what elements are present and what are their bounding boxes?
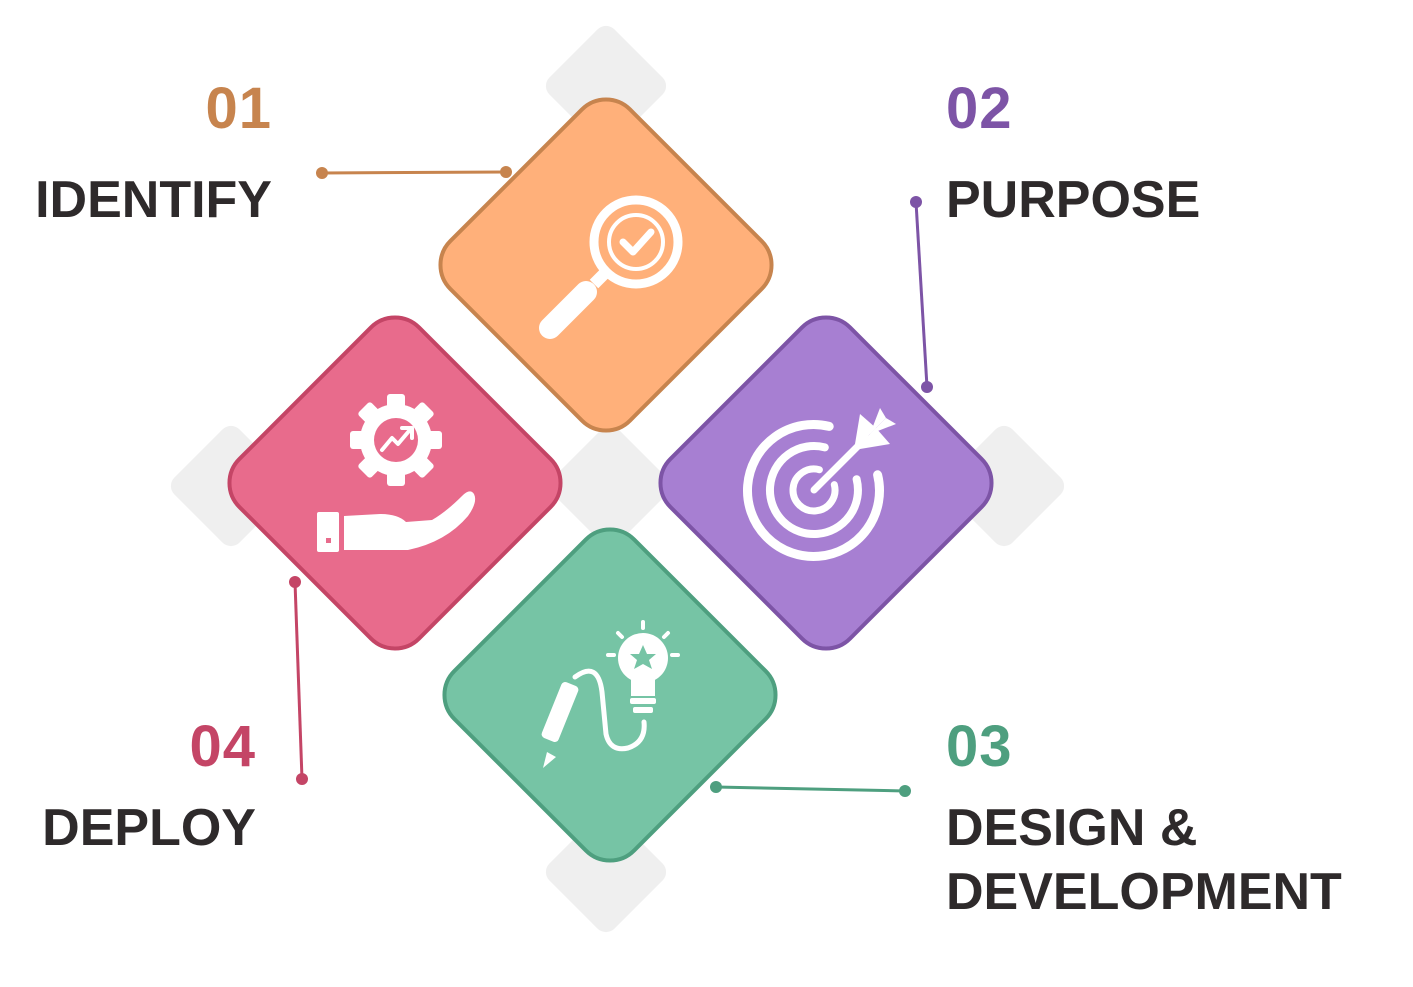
step-number-02: 02 bbox=[946, 76, 1013, 141]
connector-dot-deploy-start bbox=[289, 576, 301, 588]
pen-tip bbox=[543, 752, 556, 768]
diamond-purpose bbox=[658, 315, 994, 651]
connector-dot-purpose-end bbox=[921, 381, 933, 393]
magnifier-check-icon bbox=[539, 195, 683, 339]
pen-lightbulb-icon bbox=[541, 620, 680, 768]
diamond-design bbox=[442, 527, 778, 863]
step-title-identify: IDENTIFY bbox=[35, 171, 272, 229]
step-title-deploy: DEPLOY bbox=[42, 799, 256, 857]
pen-icon bbox=[541, 682, 579, 742]
step-title-design-development: DESIGN & DEVELOPMENT bbox=[946, 796, 1406, 924]
connector-design bbox=[715, 785, 906, 793]
connector-dot-identify-start bbox=[316, 167, 328, 179]
connector-dot-design-end bbox=[899, 785, 911, 797]
step-title-purpose: PURPOSE bbox=[946, 171, 1201, 229]
connector-dot-deploy-end bbox=[296, 773, 308, 785]
target-arrow-icon bbox=[743, 408, 896, 561]
step-number-04: 04 bbox=[189, 714, 256, 779]
connector-purpose bbox=[914, 201, 929, 388]
cuff-button bbox=[326, 538, 331, 543]
step-title-design-line1: DESIGN & bbox=[946, 799, 1198, 857]
connectors bbox=[289, 166, 933, 797]
step-number-03: 03 bbox=[946, 714, 1013, 779]
pen-cord bbox=[572, 668, 647, 752]
gear-icon bbox=[350, 394, 442, 486]
hand-gear-icon bbox=[317, 394, 476, 552]
connector-identify bbox=[321, 170, 507, 175]
sleeve-cuff bbox=[317, 512, 339, 552]
open-hand bbox=[344, 491, 476, 550]
ghost-tile-center bbox=[549, 425, 671, 547]
connector-dot-design-start bbox=[710, 781, 722, 793]
connector-dot-purpose-start bbox=[910, 196, 922, 208]
step-title-design-line2: DEVELOPMENT bbox=[946, 863, 1342, 921]
step-number-01: 01 bbox=[205, 76, 272, 141]
lightbulb-icon bbox=[606, 620, 680, 713]
connector-deploy bbox=[293, 581, 304, 780]
connector-dot-identify-end bbox=[500, 166, 512, 178]
